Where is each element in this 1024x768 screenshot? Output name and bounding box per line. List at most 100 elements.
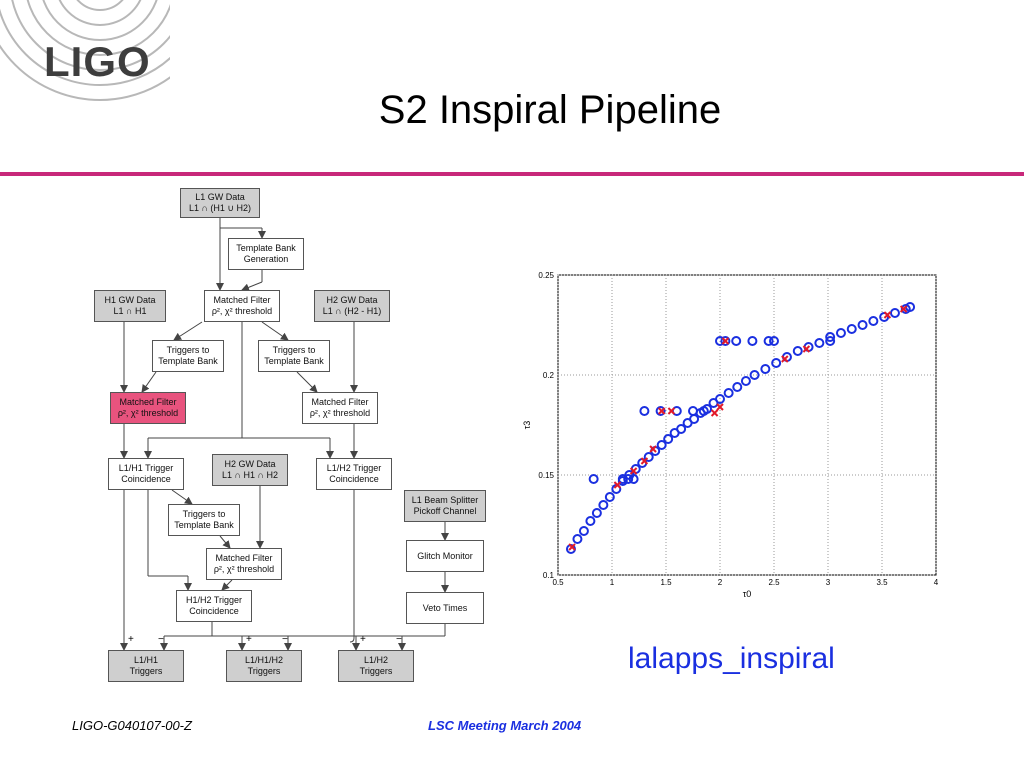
scatter-point-circle [656, 440, 667, 450]
scatter-point-x [883, 311, 892, 319]
scatter-point-x [716, 403, 724, 411]
scatter-point-circle [792, 346, 803, 356]
sign-minus-3: − [396, 634, 402, 645]
scatter-point-circle [749, 370, 760, 380]
y-tick-label: 0.1 [543, 571, 555, 580]
scatter-point-circle [747, 336, 758, 346]
scatter-point-circle [617, 474, 628, 484]
y-tick-label: 0.2 [543, 371, 555, 380]
sign-plus-1: + [128, 634, 134, 645]
scatter-point-circle [771, 358, 782, 368]
x-tick-label: 1.5 [660, 578, 672, 587]
x-tick-label: 2.5 [768, 578, 780, 587]
scatter-point-circle [814, 338, 825, 348]
sign-minus-1: − [158, 634, 164, 645]
scatter-point-circle [835, 328, 846, 338]
scatter-point-circle [598, 500, 609, 510]
scatter-point-circle [723, 388, 734, 398]
scatter-point-circle [889, 308, 900, 318]
title-divider [0, 172, 1024, 176]
x-tick-label: 3 [826, 578, 831, 587]
scatter-point-x [721, 337, 730, 345]
axis-ticks: 0.5 1 1.5 2 2.5 3 3.5 4 0.1 0.15 0.2 0.25 [538, 271, 938, 587]
x-tick-label: 0.5 [552, 578, 564, 587]
scatter-point-circle [655, 406, 666, 416]
scatter-point-circle [639, 406, 650, 416]
scatter-point-x [667, 407, 676, 415]
scatter-point-circle [732, 382, 743, 392]
y-axis-label: τ3 [522, 421, 532, 430]
scatter-point-x [649, 445, 657, 453]
tau-scatter-chart: 0.5 1 1.5 2 2.5 3 3.5 4 0.1 0.15 0.2 0.25 τ0 τ3 [522, 271, 939, 599]
scatter-point-circle [688, 406, 698, 416]
x-axis-label: τ0 [743, 589, 752, 599]
scatter-point-x [613, 481, 622, 489]
flowchart-connectors [120, 218, 449, 651]
x-tick-label: 4 [934, 578, 939, 587]
sign-minus-2: − [282, 634, 288, 645]
scatter-point-circle [825, 336, 836, 346]
chart-caption: lalapps_inspiral [628, 642, 835, 675]
scatter-point-circle [578, 526, 589, 536]
scatter-point-circle [731, 336, 742, 346]
scatter-point-x [568, 543, 576, 551]
scatter-point-circle [585, 516, 596, 526]
scatter-point-circle [572, 534, 583, 544]
x-tick-label: 3.5 [876, 578, 888, 587]
scatter-point-circle [868, 316, 879, 326]
scatter-point-circle [760, 364, 771, 374]
scatter-point-circle [763, 336, 774, 346]
scatter-point-x [640, 457, 649, 465]
page-title: S2 Inspiral Pipeline [378, 88, 722, 132]
scatter-point-circle [769, 336, 779, 346]
scatter-point-circle [698, 406, 709, 416]
y-tick-label: 0.25 [538, 271, 554, 280]
data-points [565, 302, 916, 554]
plot-area [557, 274, 937, 576]
scatter-point-circle [604, 492, 615, 502]
scatter-point-circle [628, 474, 639, 484]
y-tick-label: 0.15 [538, 471, 554, 480]
scatter-point-circle [857, 320, 868, 330]
x-tick-label: 2 [718, 578, 723, 587]
meeting-name: LSC Meeting March 2004 [428, 718, 582, 733]
scatter-point-x [899, 305, 908, 313]
scatter-point-circle [663, 434, 674, 444]
scatter-point-circle [846, 324, 857, 334]
scatter-point-circle [715, 394, 725, 404]
sign-plus-3: + [360, 634, 366, 645]
x-tick-label: 1 [610, 578, 615, 587]
scatter-point-circle [720, 336, 731, 346]
scatter-point-circle [588, 474, 599, 484]
scatter-point-x [710, 409, 719, 417]
ligo-logo-arcs-icon [0, 0, 170, 101]
document-id: LIGO-G040107-00-Z [72, 718, 192, 733]
sign-plus-2: + [246, 634, 252, 645]
scatter-point-x [781, 355, 789, 363]
scatter-point-circle [676, 424, 687, 434]
box-veto-times: Veto Times [406, 592, 484, 624]
scatter-point-circle [643, 452, 654, 462]
scatter-point-x [629, 467, 638, 475]
box-glitch-monitor: Glitch Monitor [406, 540, 484, 572]
scatter-point-circle [740, 376, 751, 386]
scatter-point-circle [623, 474, 634, 484]
